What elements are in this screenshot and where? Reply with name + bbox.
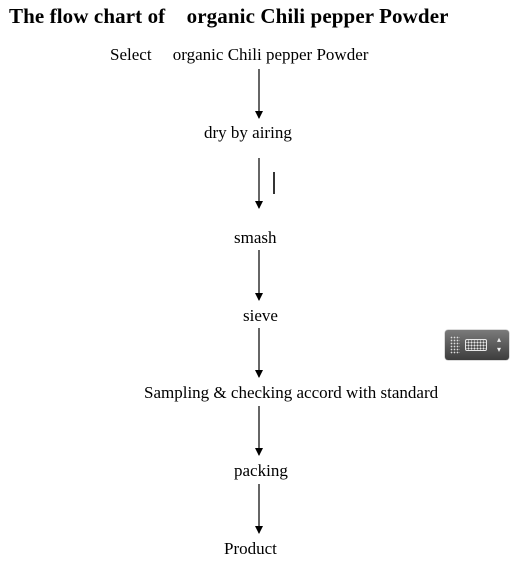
step-select: Select organic Chili pepper Powder bbox=[110, 45, 369, 64]
ime-toolbar[interactable]: ▴▾ bbox=[445, 330, 509, 360]
step-dry: dry by airing bbox=[204, 123, 292, 142]
step-smash: smash bbox=[234, 228, 277, 247]
step-sieve: sieve bbox=[243, 306, 278, 325]
step-packing: packing bbox=[234, 461, 288, 480]
step-sampling: Sampling & checking accord with standard bbox=[144, 383, 439, 402]
grip-icon[interactable] bbox=[450, 336, 460, 354]
keyboard-icon[interactable] bbox=[465, 339, 487, 351]
options-menu-icon[interactable]: ▴▾ bbox=[496, 335, 501, 354]
step-product: Product bbox=[224, 539, 277, 558]
diagram-title: The flow chart of organic Chili pepper P… bbox=[9, 4, 449, 28]
